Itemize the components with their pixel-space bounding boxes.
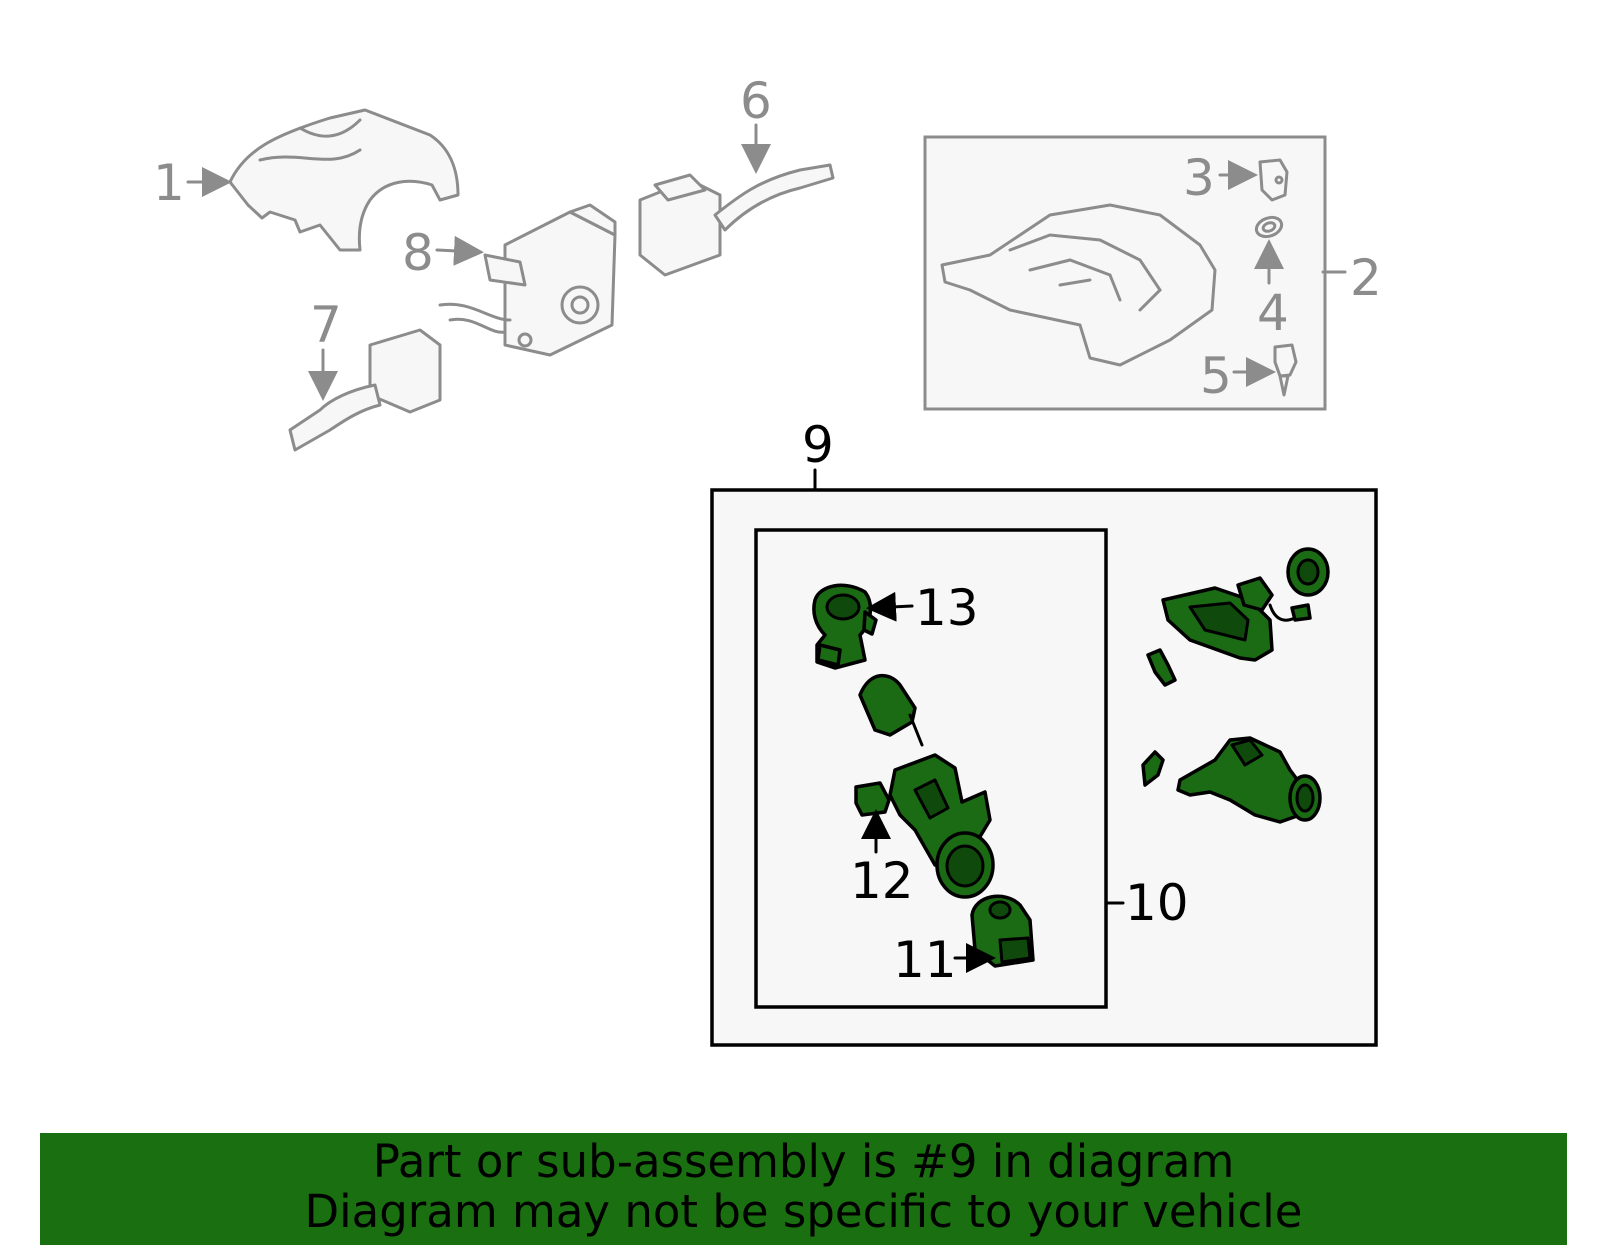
callout-1: 1 xyxy=(153,154,185,212)
callout-3: 3 xyxy=(1183,149,1215,207)
part-4-grommet xyxy=(1254,215,1284,239)
callout-5: 5 xyxy=(1200,347,1232,405)
part-2-column-cover-lower xyxy=(940,203,1217,367)
callout-8-arrow xyxy=(435,235,484,266)
callout-2: 2 xyxy=(1350,249,1382,307)
callout-9: 9 xyxy=(802,416,834,474)
part-1-column-cover-upper xyxy=(228,108,460,252)
part-6-wiper-switch xyxy=(638,163,835,277)
part-trunk-lock-cylinder xyxy=(1176,736,1322,824)
banner-line-1: Part or sub-assembly is #9 in diagram xyxy=(372,1135,1235,1188)
part-7-turn-signal-switch xyxy=(288,328,442,452)
callout-4: 4 xyxy=(1257,284,1289,342)
part-13-ignition-switch xyxy=(812,583,878,670)
callout-7: 7 xyxy=(310,296,342,354)
part-steering-lock-housing xyxy=(888,753,995,899)
part-small-pin-upper xyxy=(1146,648,1177,687)
callout-10: 10 xyxy=(1125,874,1189,932)
callout-8: 8 xyxy=(402,224,434,282)
banner-line-2: Diagram may not be specific to your vehi… xyxy=(304,1185,1303,1238)
part-12-pin-block xyxy=(854,781,891,817)
part-small-pin-lower xyxy=(1141,750,1165,787)
callout-12: 12 xyxy=(850,852,914,910)
callout-13: 13 xyxy=(915,579,979,637)
info-banner: Part or sub-assembly is #9 in diagram Di… xyxy=(40,1133,1567,1245)
part-3-clip xyxy=(1258,158,1289,202)
part-door-lock-cylinder xyxy=(1161,547,1330,662)
callout-6: 6 xyxy=(740,72,772,130)
part-5-screw xyxy=(1273,343,1298,397)
callout-11: 11 xyxy=(893,931,957,989)
part-8-clock-spring xyxy=(438,203,617,357)
callout-13-arrow xyxy=(866,591,914,622)
part-key-cylinder-top xyxy=(858,674,924,747)
